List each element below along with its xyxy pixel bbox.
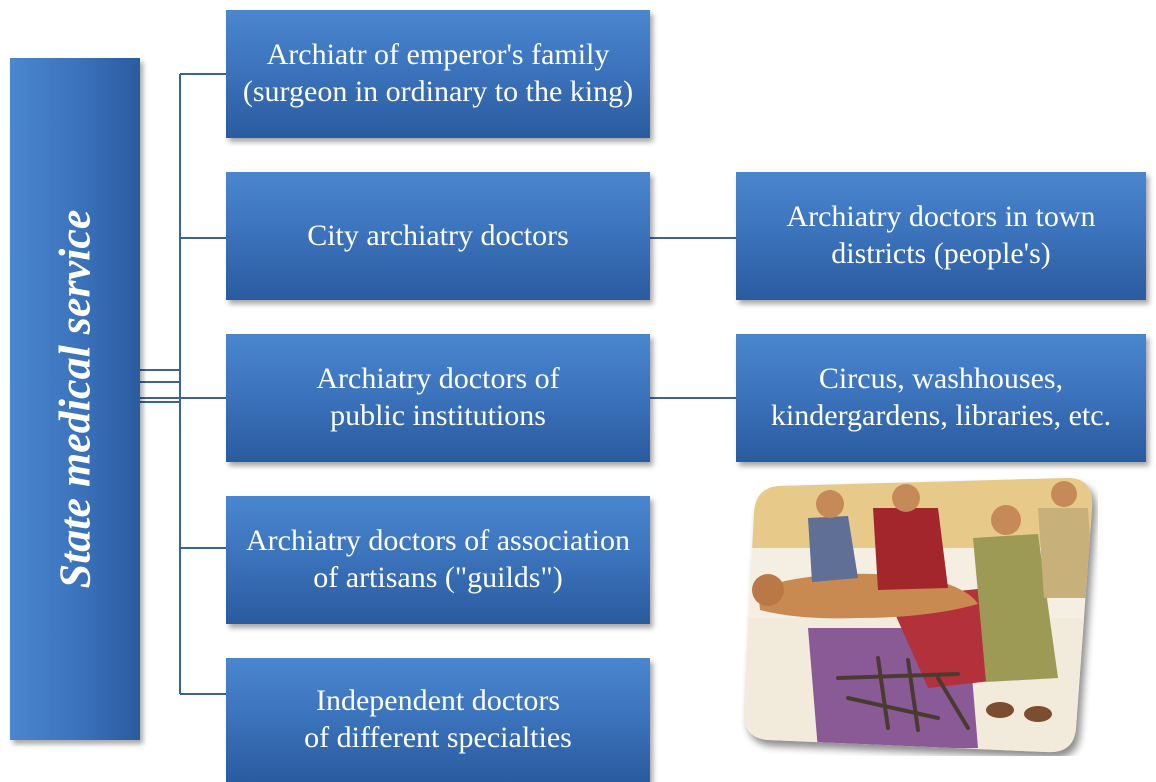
surgery-scene-image <box>743 478 1097 759</box>
surgery-illustration <box>738 478 1098 759</box>
box-emperor-family: Archiatr of emperor's family (surgeon in… <box>226 10 650 138</box>
root-box <box>10 58 140 740</box>
box-guilds-label: Archiatry doctors of association of arti… <box>245 524 631 594</box>
box-public-institutions-label: Archiatry doctors of public institutions <box>316 362 560 432</box>
root-label: State medical service <box>50 209 100 589</box>
box-town-districts: Archiatry doctors in town districts (peo… <box>736 172 1146 300</box>
box-circus-label: Circus, washhouses, kindergardens, libra… <box>770 362 1112 432</box>
box-public-institutions: Archiatry doctors of public institutions <box>226 334 650 462</box>
box-independent: Independent doctors of different special… <box>226 658 650 782</box>
box-circus: Circus, washhouses, kindergardens, libra… <box>736 334 1146 462</box>
box-town-districts-label: Archiatry doctors in town districts (peo… <box>786 200 1096 270</box>
box-city-doctors-label: City archiatry doctors <box>307 218 569 252</box>
box-city-doctors: City archiatry doctors <box>226 172 650 300</box>
box-independent-label: Independent doctors of different special… <box>304 684 572 754</box>
box-emperor-family-label: Archiatr of emperor's family (surgeon in… <box>242 38 634 108</box>
box-guilds: Archiatry doctors of association of arti… <box>226 496 650 624</box>
